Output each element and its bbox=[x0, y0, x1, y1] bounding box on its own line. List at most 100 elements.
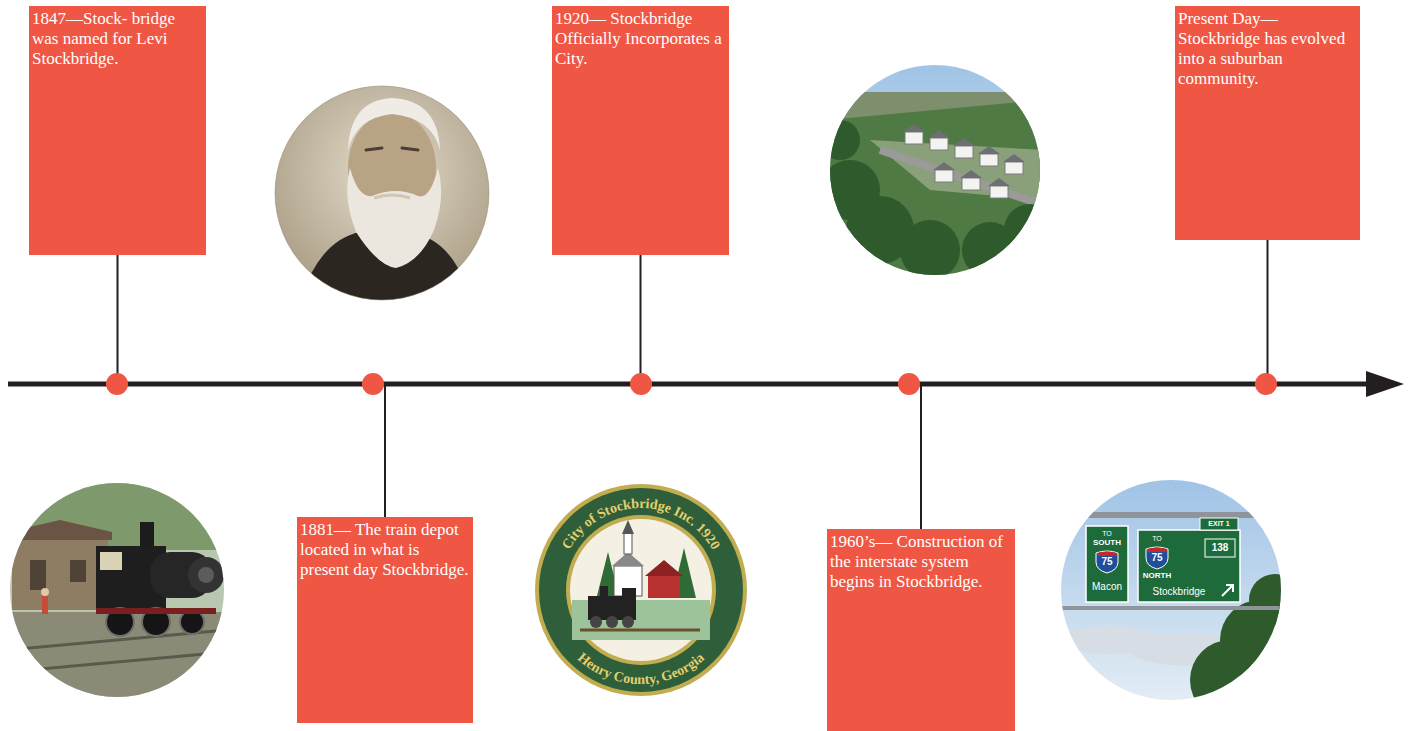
city-seal bbox=[606, 616, 618, 628]
city-seal bbox=[600, 586, 608, 596]
aerial-photo bbox=[935, 170, 953, 182]
highway-sign-photo bbox=[1249, 574, 1301, 626]
event-box: 1881— The train depot located in what is… bbox=[297, 517, 473, 723]
depot-photo bbox=[96, 608, 216, 614]
highway-sign-photo bbox=[1096, 551, 1118, 573]
event-text: Present Day— Stockbridge has evolved int… bbox=[1178, 9, 1356, 89]
depot-photo bbox=[70, 560, 86, 582]
city-seal bbox=[535, 484, 747, 696]
aerial-photo bbox=[980, 154, 998, 166]
city-seal bbox=[622, 588, 636, 598]
city-seal bbox=[645, 560, 683, 576]
portrait-photo bbox=[374, 195, 410, 198]
depot-photo bbox=[41, 588, 49, 596]
sign-text: Stockbridge bbox=[1140, 587, 1218, 597]
depot-photo bbox=[30, 560, 46, 590]
event-box: Present Day— Stockbridge has evolved int… bbox=[1175, 6, 1360, 240]
sign-text: TO bbox=[1142, 535, 1172, 542]
city-seal bbox=[624, 532, 632, 554]
timeline-axis bbox=[8, 382, 1372, 387]
portrait-photo bbox=[270, 80, 500, 310]
depot-photo bbox=[188, 557, 224, 593]
aerial-photo bbox=[933, 162, 955, 170]
aerial-photo bbox=[1005, 162, 1023, 174]
timeline-axis bbox=[8, 371, 1404, 397]
city-seal bbox=[622, 520, 634, 534]
highway-sign-photo bbox=[1138, 530, 1240, 602]
timeline-dot bbox=[106, 373, 128, 395]
city-seal bbox=[570, 519, 712, 661]
aerial-photo bbox=[978, 146, 1000, 154]
highway-sign-photo bbox=[1200, 518, 1238, 530]
aerial-photo bbox=[953, 138, 975, 146]
timeline-stem bbox=[1266, 240, 1268, 384]
highway-sign-photo bbox=[1060, 512, 1284, 518]
event-text: 1960’s— Construction of the interstate s… bbox=[830, 532, 1011, 592]
highway-sign-photo bbox=[1097, 552, 1117, 557]
timeline-dot bbox=[362, 373, 384, 395]
depot-photo bbox=[42, 596, 48, 614]
highway-sign-photo bbox=[1096, 547, 1168, 573]
aerial-photo bbox=[820, 120, 1056, 280]
aerial-photo bbox=[1003, 154, 1025, 162]
aerial-photo bbox=[960, 170, 982, 178]
highway-sign-photo bbox=[1222, 585, 1233, 596]
seal-text: Henry County, Georgia bbox=[575, 650, 707, 687]
highway-sign-photo bbox=[1060, 478, 1301, 720]
sign-text: Macon bbox=[1086, 582, 1128, 592]
city-seal bbox=[580, 629, 700, 632]
aerial-photo bbox=[905, 132, 923, 144]
timeline-axis bbox=[1366, 371, 1404, 397]
highway-sign-photo bbox=[1147, 548, 1167, 553]
timeline-stem bbox=[373, 384, 385, 517]
aerial-photo bbox=[988, 178, 1010, 186]
timeline-stem bbox=[116, 255, 119, 384]
sign-text: EXIT 1 bbox=[1200, 520, 1238, 527]
event-text: 1881— The train depot located in what is… bbox=[300, 520, 469, 580]
depot-photo bbox=[100, 552, 122, 570]
depot-photo bbox=[8, 480, 228, 550]
aerial-photo bbox=[928, 130, 950, 138]
event-text: 1920— Stockbridge Officially Incorporate… bbox=[555, 9, 725, 69]
aerial-photo bbox=[820, 120, 860, 160]
aerial-photo bbox=[962, 178, 980, 190]
aerial-photo bbox=[903, 124, 1025, 186]
sign-text: NORTH bbox=[1140, 572, 1174, 580]
event-box: 1847—Stock- bridge was named for Levi St… bbox=[29, 6, 206, 255]
seal-text: City of Stockbridge Inc. 1920 bbox=[559, 496, 723, 552]
sign-text: SOUTH bbox=[1086, 539, 1128, 547]
city-seal bbox=[547, 590, 735, 684]
depot-photo bbox=[8, 480, 228, 702]
aerial-photo bbox=[820, 62, 1056, 280]
aerial-photo bbox=[930, 138, 948, 150]
city-seal bbox=[539, 488, 743, 692]
highway-sign-photo bbox=[1146, 547, 1168, 569]
sign-text: TO bbox=[1086, 530, 1128, 537]
depot-photo bbox=[12, 540, 108, 610]
aerial-photo bbox=[903, 124, 925, 132]
city-seal bbox=[590, 616, 602, 628]
aerial-photo bbox=[1004, 204, 1056, 256]
city-seal bbox=[566, 515, 716, 665]
highway-sign-photo bbox=[1190, 640, 1270, 720]
portrait-photo bbox=[270, 80, 500, 310]
portrait-frame bbox=[275, 86, 489, 300]
aerial-photo bbox=[905, 132, 1023, 198]
aerial-photo bbox=[990, 186, 1008, 198]
timeline-stem bbox=[909, 384, 921, 529]
highway-sign-photo bbox=[1086, 526, 1128, 602]
depot-photo bbox=[140, 522, 154, 548]
sign-text: 75 bbox=[1096, 557, 1118, 567]
aerial-photo bbox=[955, 146, 973, 158]
sign-text: 75 bbox=[1146, 553, 1168, 563]
timeline-dot bbox=[630, 373, 652, 395]
event-box: 1960’s— Construction of the interstate s… bbox=[827, 529, 1015, 731]
timeline-stem bbox=[640, 255, 643, 384]
event-text: 1847—Stock- bridge was named for Levi St… bbox=[32, 9, 202, 69]
portrait-photo bbox=[348, 98, 440, 150]
sign-text: 138 bbox=[1205, 543, 1235, 553]
seal-text: Henry County, Georgia bbox=[575, 650, 707, 687]
event-box: 1920— Stockbridge Officially Incorporate… bbox=[552, 6, 729, 255]
city-seal bbox=[622, 616, 634, 628]
aerial-photo bbox=[900, 220, 960, 280]
